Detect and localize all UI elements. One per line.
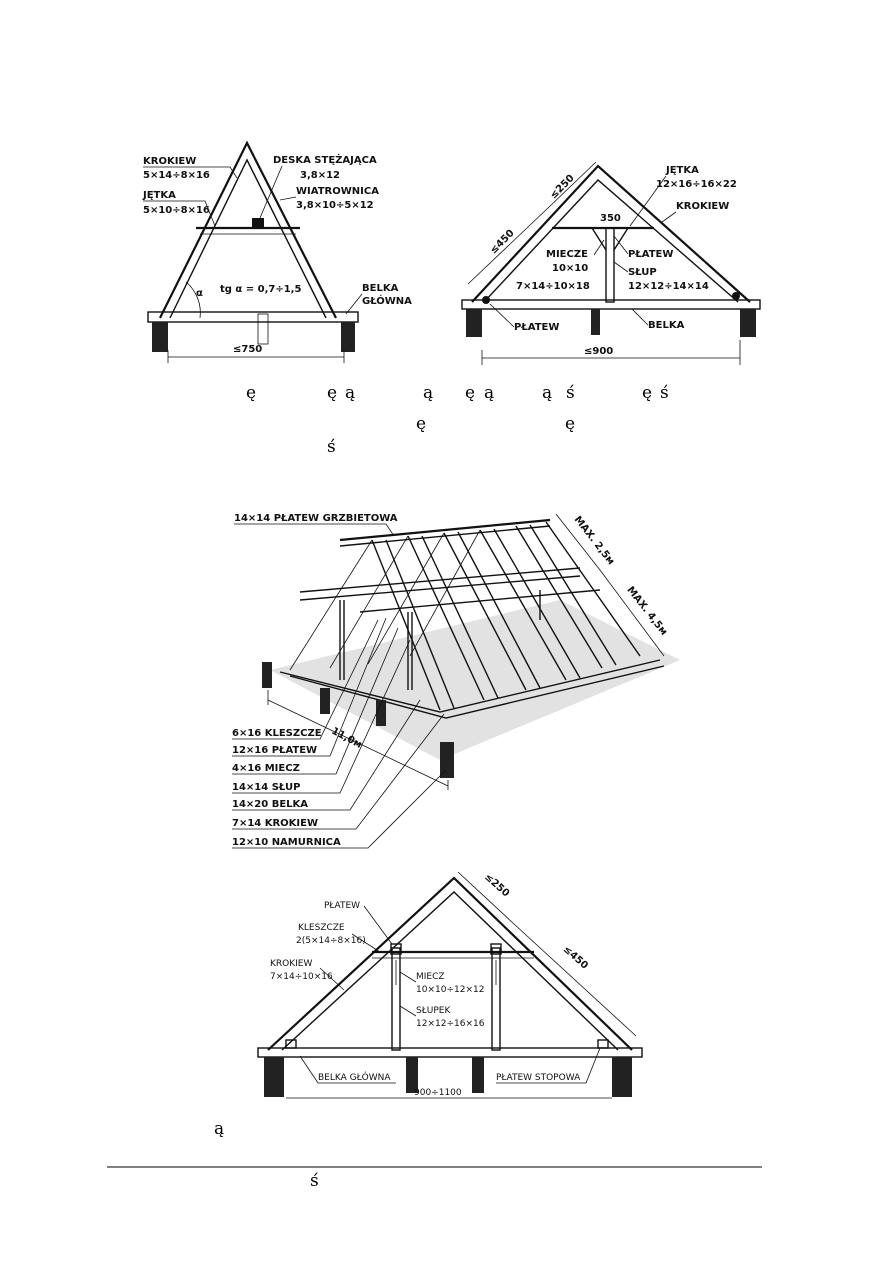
figure-purlin-truss: ≤900 ≤250 ≤450 JĘTKA 12×16÷16×22 350 KRO… — [461, 161, 761, 365]
platew-stopowa-label: PŁATEW STOPOWA — [496, 1073, 581, 1083]
fig-a-span: ≤750 — [233, 344, 262, 355]
rafter-outline — [159, 140, 337, 319]
post-right — [491, 947, 501, 1051]
svg-text:10×10÷12×12: 10×10÷12×12 — [416, 985, 484, 995]
belka-glowna-label: BELKA GŁÓWNA — [318, 1071, 391, 1083]
svg-text:ą: ą — [542, 383, 552, 403]
svg-text:ą: ą — [484, 383, 494, 403]
svg-text:ą: ą — [345, 383, 355, 403]
svg-text:12×12÷14×14: 12×12÷14×14 — [628, 281, 709, 292]
fig-d-lower: ≤450 — [561, 944, 590, 972]
platew-label: PŁATEW — [324, 901, 360, 911]
width-350: 350 — [600, 213, 621, 224]
krokiew-dim-label: 7×14÷10×18 — [516, 281, 590, 292]
main-beam — [257, 1047, 643, 1058]
main-beam — [461, 299, 761, 310]
krokiew-label: KROKIEW — [143, 156, 196, 167]
legend-item: 4×16 MIECZ — [232, 763, 300, 774]
component-legend: 6×16 KLESZCZE 12×16 PŁATEW 4×16 MIECZ 14… — [232, 617, 447, 849]
figure-clamp-truss: 900÷1100 ≤250 ≤450 PŁATEW KLESZCZE 2(5×1… — [257, 872, 643, 1099]
wall-left — [466, 309, 482, 337]
wiatrownica-label: WIATROWNICA — [296, 186, 379, 197]
svg-text:ę: ę — [565, 414, 575, 434]
rafter-outline — [267, 876, 633, 1051]
wall-right — [612, 1057, 632, 1097]
miecz-label: MIECZ — [416, 972, 445, 982]
platew-label: PŁATEW — [628, 249, 673, 260]
svg-text:α: α — [196, 288, 203, 299]
fig-b-upper: ≤250 — [548, 173, 576, 201]
miecze-label: MIECZE — [546, 249, 588, 260]
svg-text:ę: ę — [246, 383, 256, 403]
legend-item: 12×16 PŁATEW — [232, 745, 317, 756]
svg-text:5×10÷8×16: 5×10÷8×16 — [143, 205, 210, 216]
caption-glyphs: ę ę ą ą ę ą ą ś ę ś ę ę ś — [246, 383, 669, 457]
fig-b-span: ≤900 — [584, 346, 613, 357]
svg-text:ę: ę — [642, 383, 652, 403]
fig-c-max-upper: MAX. 2,5м — [572, 514, 617, 567]
post-left — [391, 947, 401, 1051]
svg-text:3,8×10÷5×12: 3,8×10÷5×12 — [296, 200, 374, 211]
svg-text:ś: ś — [566, 383, 575, 403]
platew-bottom-label: PŁATEW — [514, 322, 559, 333]
legend-item: 6×16 KLESZCZE — [232, 728, 322, 739]
figure-perspective-roof: 11,0м MAX. 2,5м MAX. 4,5м 14×14 PŁATEW G… — [232, 513, 680, 849]
svg-text:ś: ś — [660, 383, 669, 403]
footer-glyph: ś — [310, 1171, 319, 1191]
legend-item: 7×14 KROKIEW — [232, 818, 318, 829]
fig-d-upper: ≤250 — [482, 872, 511, 900]
ridge-purlin-label: 14×14 PŁATEW GRZBIETOWA — [234, 513, 398, 524]
wall-left — [152, 322, 168, 352]
jetka-label: JĘTKA — [142, 190, 176, 201]
struts — [591, 227, 629, 251]
svg-text:ę: ę — [327, 383, 337, 403]
krokiew-label: KROKIEW — [676, 201, 729, 212]
svg-text:GŁÓWNA: GŁÓWNA — [362, 294, 412, 307]
rafters — [289, 521, 641, 711]
fig-c-span: 11,0м — [329, 726, 363, 751]
bracing-board — [252, 218, 264, 227]
belka-label: BELKA — [362, 283, 399, 294]
jetka-label: JĘTKA — [665, 165, 699, 176]
svg-text:12×12÷16×16: 12×12÷16×16 — [416, 1019, 485, 1029]
svg-text:10×10: 10×10 — [552, 263, 588, 274]
svg-text:3,8×12: 3,8×12 — [300, 170, 340, 181]
main-beam — [147, 311, 359, 323]
ridge-purlin — [339, 518, 551, 542]
slup-label: SŁUP — [628, 267, 657, 278]
svg-text:5×14÷8×16: 5×14÷8×16 — [143, 170, 210, 181]
svg-text:2(5×14÷8×16): 2(5×14÷8×16) — [296, 936, 366, 946]
legend-item: 14×20 BELKA — [232, 799, 308, 810]
slupek-label: SŁUPEK — [416, 1006, 451, 1016]
caption-glyph: ą — [214, 1119, 224, 1139]
svg-text:ę: ę — [465, 383, 475, 403]
rafter-outline — [471, 164, 751, 303]
svg-text:12×16÷16×22: 12×16÷16×22 — [656, 179, 737, 190]
figure-collar-truss: ≤750 α tg α = 0,7÷1,5 KROKIEW 5×14÷8×16 … — [142, 140, 412, 363]
kleszcze-label: KLESZCZE — [298, 923, 345, 933]
wall-left — [264, 1057, 284, 1097]
post — [605, 227, 615, 303]
svg-text:ś: ś — [327, 437, 336, 457]
wall-right — [341, 322, 355, 352]
wall-right — [740, 309, 756, 337]
rafter-inner — [169, 158, 327, 319]
slope-label: tg α = 0,7÷1,5 — [220, 284, 301, 295]
fig-d-span: 900÷1100 — [414, 1088, 462, 1098]
deska-label: DESKA STĘŻAJĄCA — [273, 152, 377, 166]
svg-text:7×14÷10×16: 7×14÷10×16 — [270, 972, 333, 982]
legend-item: 12×10 NAMURNICA — [232, 837, 341, 848]
krokiew-label: KROKIEW — [270, 959, 312, 969]
belka-label: BELKA — [648, 320, 685, 331]
legend-item: 14×14 SŁUP — [232, 782, 300, 793]
svg-text:ę: ę — [416, 414, 426, 434]
svg-text:ą: ą — [423, 383, 433, 403]
